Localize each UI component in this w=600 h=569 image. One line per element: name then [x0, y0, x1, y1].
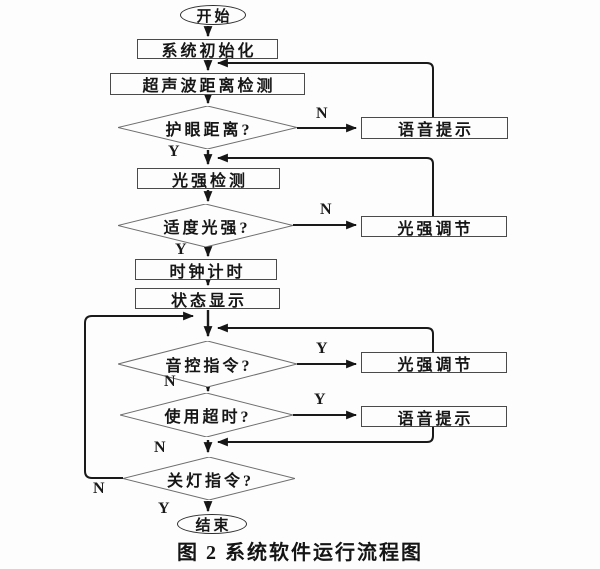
diamond-shape: [118, 106, 297, 149]
edge-adjust2-return: [216, 323, 434, 352]
decision-eye-distance: 护眼距离?: [118, 106, 297, 149]
label-eye-yes: Y: [168, 143, 180, 160]
label-eye-no: N: [316, 105, 328, 122]
label-lightok-yes: Y: [175, 241, 187, 258]
node-voice-prompt-2-label: 语音提示: [397, 410, 474, 428]
diamond-shape: [123, 457, 295, 500]
node-start: 开始: [180, 5, 246, 25]
node-system-init: 系统初始化: [137, 39, 278, 60]
node-status-display: 状态显示: [135, 288, 280, 310]
edge-offcmd-no-loop: [84, 311, 195, 479]
decision-voice-cmd-label: 音控指令?: [165, 358, 253, 375]
decision-off-cmd: 关灯指令?: [123, 457, 295, 500]
node-light-adjust-2-label: 光强调节: [397, 356, 474, 374]
decision-eye-distance-label: 护眼距离?: [165, 121, 253, 139]
node-end: 结束: [177, 514, 247, 534]
node-ultrasonic-detect: 超声波距离检测: [110, 73, 305, 95]
edge-voiceprompt1-return: [216, 58, 434, 117]
decision-timeout-label: 使用超时?: [164, 409, 252, 426]
diamond-shape: [120, 393, 293, 437]
edge-voiceprompt2-return: [216, 427, 434, 447]
decision-off-cmd-label: 关灯指令?: [166, 472, 254, 490]
node-light-detect: 光强检测: [137, 168, 280, 190]
node-system-init-label: 系统初始化: [161, 43, 257, 60]
label-voicecmd-yes: Y: [316, 340, 328, 357]
node-status-display-label: 状态显示: [170, 292, 247, 310]
node-ultrasonic-detect-label: 超声波距离检测: [142, 78, 276, 95]
node-voice-prompt-2: 语音提示: [361, 406, 507, 428]
node-start-label: 开始: [196, 8, 233, 25]
diamond-shape: [118, 204, 293, 247]
label-offcmd-yes: Y: [158, 500, 170, 517]
node-clock-timer: 时钟计时: [135, 259, 277, 281]
label-timeout-no: N: [154, 439, 166, 456]
label-offcmd-no: N: [93, 480, 105, 497]
label-timeout-yes: Y: [314, 391, 326, 408]
decision-light-ok-label: 适度光强?: [163, 219, 251, 237]
node-end-label: 结束: [195, 517, 232, 534]
node-light-adjust-1-label: 光强调节: [397, 220, 474, 238]
node-light-adjust-1: 光强调节: [361, 216, 507, 238]
node-voice-prompt-1: 语音提示: [361, 117, 508, 139]
label-voicecmd-no: N: [164, 373, 176, 390]
decision-timeout: 使用超时?: [120, 393, 293, 437]
edge-adjust1-return: [216, 153, 434, 216]
decision-voice-cmd: 音控指令?: [118, 341, 297, 387]
decision-light-ok: 适度光强?: [118, 204, 293, 247]
node-clock-timer-label: 时钟计时: [169, 263, 246, 281]
node-voice-prompt-1-label: 语音提示: [397, 122, 474, 139]
node-light-adjust-2: 光强调节: [361, 352, 507, 374]
node-light-detect-label: 光强检测: [171, 172, 248, 190]
figure-caption: 图 2 系统软件运行流程图: [177, 542, 423, 564]
label-lightok-no: N: [320, 201, 332, 218]
diamond-shape: [118, 341, 297, 387]
